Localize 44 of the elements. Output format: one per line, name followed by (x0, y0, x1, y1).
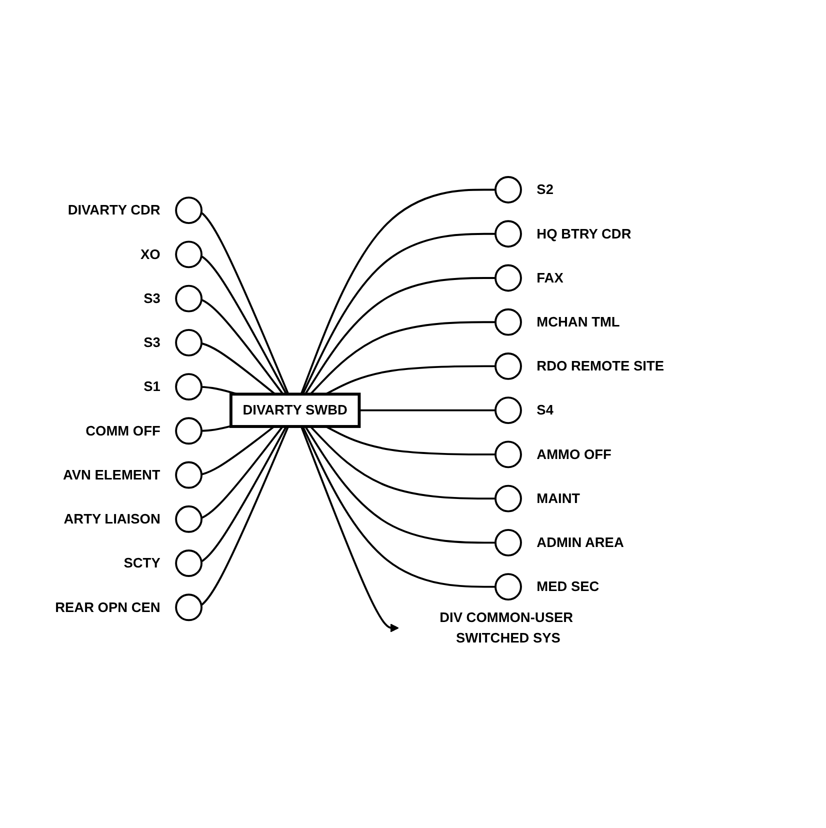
node-label: S4 (536, 402, 554, 418)
node-circle (175, 240, 203, 268)
node-label: S1 (144, 378, 160, 394)
node-label: SCTY (124, 554, 160, 571)
node-label: DIVARTY CDR (68, 202, 160, 218)
node-circle (175, 550, 203, 577)
node-circle (175, 196, 203, 224)
node-circle (494, 528, 522, 556)
node-circle (175, 417, 203, 445)
node-label: FAX (536, 270, 564, 286)
node-label: REAR OPN CEN (55, 599, 160, 615)
node-label: HQ BTRY CDR (536, 226, 632, 242)
node-circle (494, 352, 522, 380)
node-label: S2 (536, 181, 554, 198)
node-label: S3 (144, 334, 160, 350)
node-circle (175, 373, 203, 401)
node-circle (494, 573, 522, 601)
node-label: COMM OFF (86, 422, 160, 438)
node-circle (494, 396, 522, 424)
node-label: ADMIN AREA (536, 534, 624, 550)
node-circle (494, 176, 522, 204)
node-circle (494, 220, 522, 248)
node-text: DIV COMMON-USER SWITCHED SYS (440, 609, 574, 646)
arrow (300, 426, 399, 632)
node-label: MAINT (536, 490, 580, 506)
node-circle (494, 308, 522, 336)
node-circle (175, 284, 203, 312)
node-label: RDO REMOTE SITE (536, 358, 664, 374)
node-circle (175, 594, 203, 622)
node-circle (494, 264, 522, 292)
node-circle (175, 461, 203, 489)
node-label: S3 (144, 290, 160, 306)
node-circle (175, 328, 203, 356)
node-label: AVN ELEMENT (62, 466, 160, 482)
node-label: AMMO OFF (536, 446, 612, 462)
node-label: MCHAN TML (536, 314, 620, 330)
node-label: ARTY LIAISON (64, 510, 160, 527)
node-label: MED SEC (536, 578, 600, 594)
node-circle (175, 505, 203, 533)
switchboard-diagram: DIVARTY SWBD DIV COMMON-USER SWITCHED SYS DIVARTY CDR XO S3 S3 S1 COMM OFF AVN ELEMENT ARTY LIAISON SCTY REAR OPN CEN S2 HQ BTRY CDR FAX MCHAN TML RDO REMOTE SITE S4 AMMO OFF MAINT ADMIN AREA MED SEC (10, 10, 816, 818)
node-circle (494, 484, 522, 512)
node-box (229, 392, 361, 428)
node-label: XO (140, 246, 160, 262)
node-circle (494, 440, 522, 468)
